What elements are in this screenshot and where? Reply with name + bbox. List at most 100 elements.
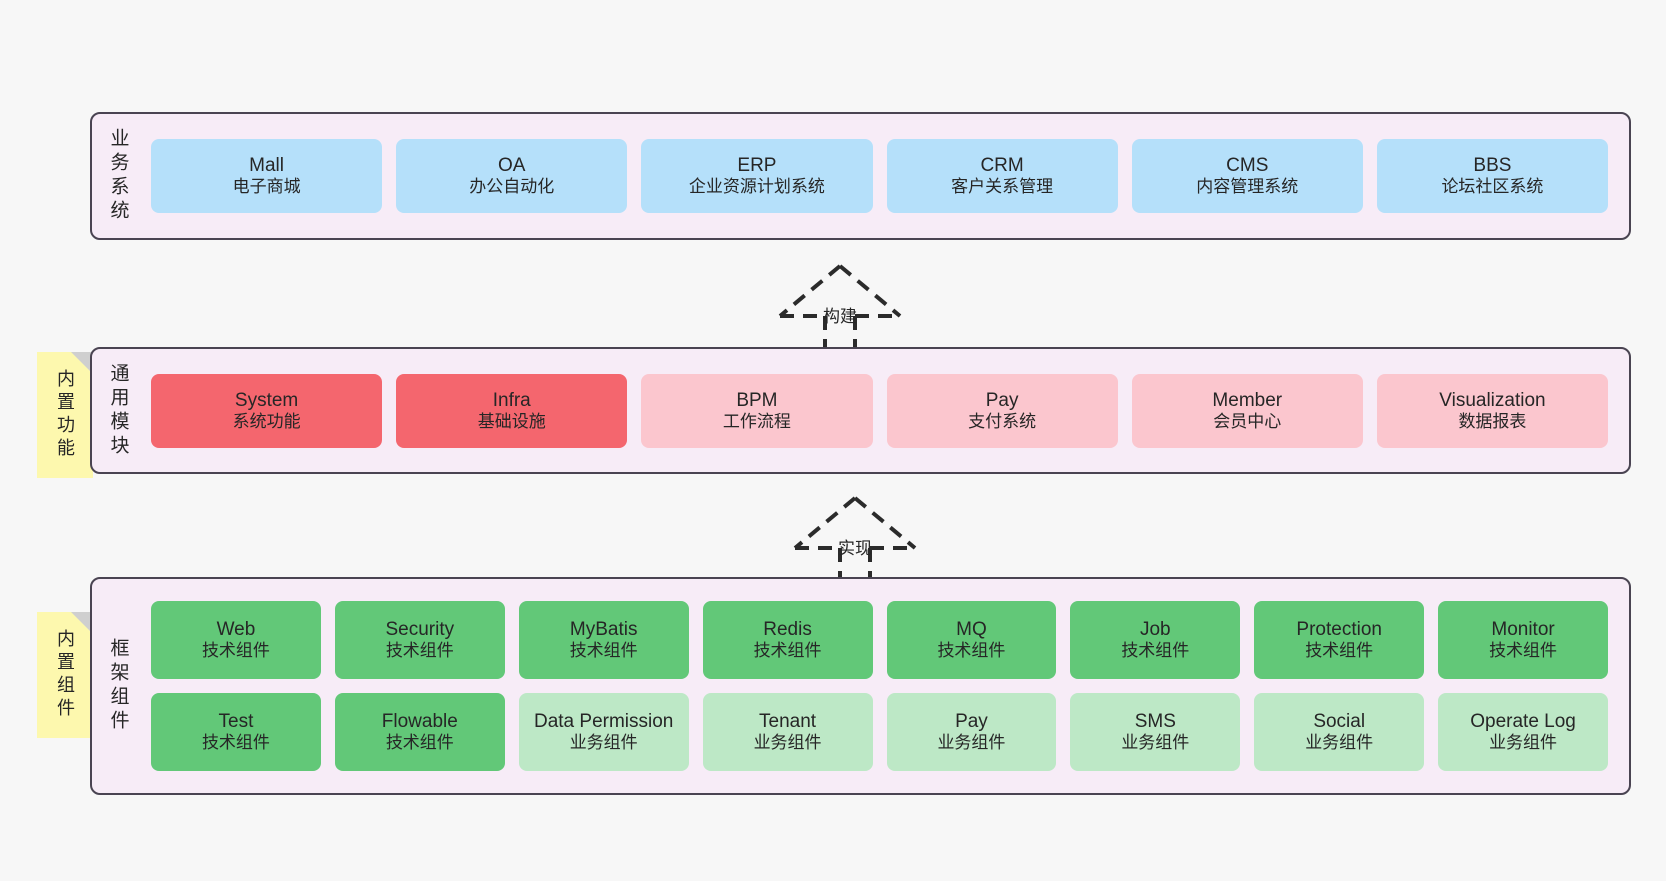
card-title-en: BBS — [1473, 155, 1512, 177]
card-title-en: Pay — [955, 711, 988, 733]
card-title-cn: 技术组件 — [753, 641, 822, 661]
card-redis[interactable]: Redis 技术组件 — [702, 601, 873, 679]
business-systems-card-list: Mall 电子商城 OA 办公自动化 ERP 企业资源计划系统 CRM 客户关系… — [144, 114, 1629, 238]
connector-build: 构建 — [760, 258, 920, 354]
layer-label-common-modules: 通用模块 — [107, 362, 129, 459]
card-title-en: CRM — [980, 155, 1024, 177]
card-title-cn: 数据报表 — [1458, 411, 1527, 431]
card-social[interactable]: Social 业务组件 — [1254, 693, 1425, 771]
card-title-cn: 技术组件 — [1121, 641, 1190, 661]
card-pay-module[interactable]: Pay 支付系统 — [886, 373, 1118, 448]
card-title-en: System — [234, 389, 299, 411]
card-title-en: Monitor — [1491, 619, 1555, 641]
card-job[interactable]: Job 技术组件 — [1070, 601, 1241, 679]
connector-implement-label: 实现 — [838, 539, 872, 558]
card-title-en: MyBatis — [569, 619, 638, 641]
card-mall[interactable]: Mall 电子商城 — [151, 139, 383, 213]
card-title-cn: 业务组件 — [569, 733, 638, 753]
card-title-cn: 技术组件 — [1489, 641, 1558, 661]
card-cms[interactable]: CMS 内容管理系统 — [1131, 139, 1363, 213]
card-protection[interactable]: Protection 技术组件 — [1254, 601, 1425, 679]
card-title-cn: 内容管理系统 — [1196, 177, 1299, 197]
framework-tech-row: Web 技术组件 Security 技术组件 MyBatis 技术组件 Redi… — [144, 601, 1615, 679]
card-title-en: Social — [1313, 711, 1366, 733]
card-monitor[interactable]: Monitor 技术组件 — [1438, 601, 1608, 679]
card-mq[interactable]: MQ 技术组件 — [886, 601, 1057, 679]
card-sms[interactable]: SMS 业务组件 — [1070, 693, 1241, 771]
card-system[interactable]: System 系统功能 — [151, 373, 383, 448]
card-title-cn: 企业资源计划系统 — [688, 177, 825, 197]
card-title-en: Data Permission — [533, 711, 674, 733]
card-title-en: Security — [385, 619, 455, 641]
framework-business-row: Test 技术组件 Flowable 技术组件 Data Permission … — [144, 693, 1615, 771]
card-title-en: SMS — [1134, 711, 1176, 733]
connector-build-label: 构建 — [823, 307, 857, 326]
card-visualization[interactable]: Visualization 数据报表 — [1376, 373, 1609, 448]
card-title-en: Redis — [763, 619, 812, 641]
card-title-en: Job — [1139, 619, 1171, 641]
card-title-cn: 技术组件 — [1305, 641, 1374, 661]
layer-label-framework-components: 框架组件 — [107, 638, 129, 734]
card-title-cn: 业务组件 — [753, 733, 822, 753]
card-title-en: MQ — [956, 619, 987, 641]
layer-label-business-systems: 业务系统 — [107, 128, 129, 224]
card-title-cn: 客户关系管理 — [951, 177, 1054, 197]
card-infra[interactable]: Infra 基础设施 — [396, 373, 628, 448]
card-pay-component[interactable]: Pay 业务组件 — [886, 693, 1057, 771]
card-bbs[interactable]: BBS 论坛社区系统 — [1376, 139, 1609, 213]
card-operate-log[interactable]: Operate Log 业务组件 — [1438, 693, 1608, 771]
card-tenant[interactable]: Tenant 业务组件 — [702, 693, 873, 771]
sticky-note-builtin-features: 内置功能 — [37, 352, 93, 478]
card-title-cn: 工作流程 — [722, 411, 791, 431]
card-title-en: Visualization — [1439, 389, 1546, 411]
card-oa[interactable]: OA 办公自动化 — [396, 139, 628, 213]
framework-components-card-list: Web 技术组件 Security 技术组件 MyBatis 技术组件 Redi… — [144, 579, 1629, 793]
card-security[interactable]: Security 技术组件 — [334, 601, 505, 679]
sticky-note-builtin-components: 内置组件 — [37, 612, 93, 738]
card-title-en: Test — [218, 711, 254, 733]
card-title-en: Protection — [1296, 619, 1382, 641]
common-modules-card-list: System 系统功能 Infra 基础设施 BPM 工作流程 Pay 支付系统… — [144, 349, 1629, 472]
card-title-en: Tenant — [759, 711, 817, 733]
card-title-cn: 办公自动化 — [469, 177, 555, 197]
sticky-note-label: 内置组件 — [55, 629, 75, 721]
card-mybatis[interactable]: MyBatis 技术组件 — [518, 601, 689, 679]
card-title-en: ERP — [737, 155, 777, 177]
card-title-cn: 基础设施 — [477, 411, 546, 431]
card-title-en: Pay — [985, 389, 1019, 411]
card-title-cn: 技术组件 — [569, 641, 638, 661]
card-bpm[interactable]: BPM 工作流程 — [641, 373, 873, 448]
card-title-en: Infra — [492, 389, 531, 411]
card-web[interactable]: Web 技术组件 — [151, 601, 321, 679]
card-title-cn: 电子商城 — [232, 177, 301, 197]
card-flowable[interactable]: Flowable 技术组件 — [334, 693, 505, 771]
layer-common-modules: 通用模块 System 系统功能 Infra 基础设施 BPM 工作流程 Pay… — [90, 347, 1631, 474]
card-member[interactable]: Member 会员中心 — [1131, 373, 1363, 448]
card-title-cn: 系统功能 — [232, 411, 301, 431]
card-title-cn: 技术组件 — [385, 733, 454, 753]
card-title-en: Mall — [249, 155, 284, 177]
card-title-cn: 业务组件 — [1305, 733, 1374, 753]
layer-business-systems: 业务系统 Mall 电子商城 OA 办公自动化 ERP 企业资源计划系统 CRM… — [90, 112, 1631, 240]
card-title-cn: 技术组件 — [385, 641, 454, 661]
card-crm[interactable]: CRM 客户关系管理 — [886, 139, 1118, 213]
card-title-cn: 论坛社区系统 — [1441, 177, 1544, 197]
card-title-cn: 支付系统 — [968, 411, 1037, 431]
card-title-cn: 会员中心 — [1213, 411, 1282, 431]
card-title-en: BPM — [736, 389, 778, 411]
card-title-cn: 业务组件 — [1121, 733, 1190, 753]
card-title-cn: 技术组件 — [201, 733, 270, 753]
card-title-en: Operate Log — [1470, 711, 1576, 733]
card-title-en: Member — [1212, 389, 1283, 411]
card-title-cn: 技术组件 — [201, 641, 270, 661]
card-title-en: Flowable — [381, 711, 458, 733]
card-test[interactable]: Test 技术组件 — [151, 693, 321, 771]
sticky-note-label: 内置功能 — [55, 369, 75, 461]
card-title-cn: 技术组件 — [937, 641, 1006, 661]
connector-implement: 实现 — [775, 490, 935, 586]
card-data-permission[interactable]: Data Permission 业务组件 — [518, 693, 689, 771]
card-title-cn: 业务组件 — [937, 733, 1006, 753]
card-title-en: CMS — [1226, 155, 1269, 177]
card-erp[interactable]: ERP 企业资源计划系统 — [641, 139, 873, 213]
